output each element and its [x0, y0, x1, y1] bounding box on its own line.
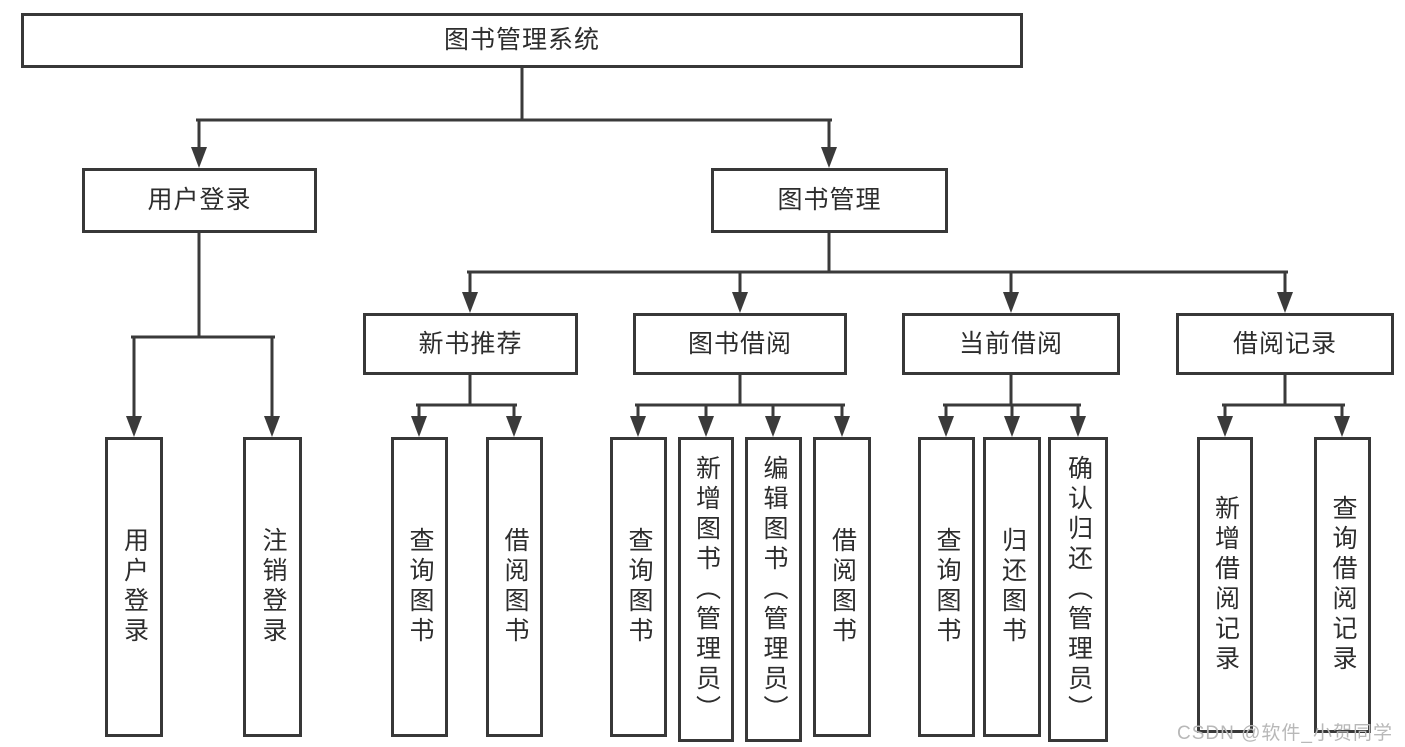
- node-label: 用户登录: [120, 527, 149, 647]
- leaf-borrow-books-borrowing: 借阅图书: [813, 437, 871, 737]
- arrow-leaf-nb-query: [411, 416, 427, 437]
- node-book-management: 图书管理: [711, 168, 948, 233]
- connector-book-borrowing-to-leaves: [635, 373, 845, 421]
- node-current-borrowing: 当前借阅: [902, 313, 1120, 375]
- node-borrowing-records: 借阅记录: [1176, 313, 1394, 375]
- arrow-leaf-bb-borrow: [834, 416, 850, 437]
- node-label: 编辑图书（管理员）: [760, 454, 788, 725]
- leaf-logout-login: 注销登录: [243, 437, 302, 737]
- node-label: 查询图书: [625, 527, 653, 647]
- arrow-leaf-br-add: [1217, 416, 1233, 437]
- leaf-query-books-current: 查询图书: [918, 437, 975, 737]
- arrow-borrowing-records: [1277, 292, 1293, 313]
- node-label: 注销登录: [259, 527, 287, 647]
- arrow-book-management: [821, 147, 837, 168]
- node-label: 借阅记录: [1232, 329, 1337, 358]
- node-book-borrowing: 图书借阅: [633, 313, 847, 375]
- csdn-watermark: CSDN @软件_小贺同学: [1177, 723, 1393, 744]
- node-user-login: 用户登录: [82, 168, 317, 233]
- node-label: 新增图书（管理员）: [692, 454, 721, 725]
- arrow-leaf-bb-add: [698, 416, 714, 437]
- node-label: 查询图书: [406, 527, 434, 647]
- arrow-leaf-nb-borrow: [506, 416, 522, 437]
- leaf-query-borrow-record: 查询借阅记录: [1314, 437, 1371, 733]
- arrow-current-borrowing: [1003, 292, 1019, 313]
- connector-user-login-to-leaves: [131, 231, 275, 421]
- leaf-return-books: 归还图书: [983, 437, 1041, 737]
- node-label: 借阅图书: [828, 527, 857, 647]
- arrow-leaf-bb-edit: [765, 416, 781, 437]
- node-label: 归还图书: [998, 527, 1027, 647]
- arrow-leaf-cb-return: [1004, 416, 1020, 437]
- leaf-user-login: 用户登录: [105, 437, 163, 737]
- arrow-leaf-br-query: [1334, 416, 1350, 437]
- node-label: 新增借阅记录: [1211, 495, 1240, 675]
- arrow-book-borrowing: [732, 292, 748, 313]
- leaf-add-borrow-record: 新增借阅记录: [1197, 437, 1253, 733]
- arrow-leaf-logout: [264, 416, 280, 437]
- arrow-leaf-cb-query: [938, 416, 954, 437]
- node-label: 确认归还（管理员）: [1064, 454, 1093, 725]
- leaf-query-books-borrowing: 查询图书: [610, 437, 667, 737]
- node-label: 当前借阅: [958, 329, 1063, 358]
- connector-borrowing-records-to-leaves: [1222, 373, 1345, 421]
- node-label: 用户登录: [147, 186, 252, 214]
- leaf-query-books-recommend: 查询图书: [391, 437, 448, 737]
- arrow-leaf-cb-confirm: [1070, 416, 1086, 437]
- node-label: 查询借阅记录: [1329, 495, 1357, 675]
- node-label: 图书管理系统: [443, 26, 600, 54]
- connector-new-book-rec-to-leaves: [416, 373, 517, 421]
- leaf-edit-books-admin: 编辑图书（管理员）: [745, 437, 802, 742]
- connector-book-management-to-level3: [467, 231, 1288, 297]
- arrow-leaf-bb-query: [630, 416, 646, 437]
- node-new-book-recommendation: 新书推荐: [363, 313, 578, 375]
- leaf-borrow-books-recommend: 借阅图书: [486, 437, 543, 737]
- arrow-user-login: [191, 147, 207, 168]
- node-label: 新书推荐: [418, 329, 523, 358]
- arrow-new-book-rec: [462, 292, 478, 313]
- leaf-add-books-admin: 新增图书（管理员）: [678, 437, 734, 742]
- arrowheads: [126, 147, 1350, 437]
- node-label: 借阅图书: [501, 527, 529, 647]
- node-label: 图书管理: [777, 186, 882, 214]
- node-label: 图书借阅: [687, 329, 792, 358]
- connector-current-borrowing-to-leaves: [943, 373, 1081, 421]
- arrow-leaf-user-login: [126, 416, 142, 437]
- connector-root-to-level2: [196, 66, 832, 152]
- node-label: 查询图书: [933, 527, 961, 647]
- node-library-management-system: 图书管理系统: [21, 13, 1023, 68]
- leaf-confirm-return-admin: 确认归还（管理员）: [1048, 437, 1108, 742]
